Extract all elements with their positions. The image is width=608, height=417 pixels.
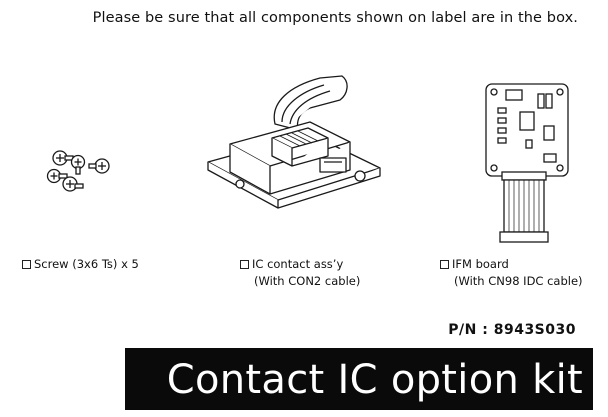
screw-icon [62,176,84,192]
component-label: IC contact ass’y [252,257,344,271]
checkbox-icon[interactable] [440,260,449,269]
component-screws: Screw (3x6 Ts) x 5 [22,256,139,273]
title-banner [125,348,593,410]
component-ifm-board: IFM board (With CN98 IDC cable) [440,256,583,290]
component-sub: (With CON2 cable) [254,274,361,288]
screw-icon [88,158,110,174]
kit-title: Contact IC option kit [166,357,583,403]
part-number: P/N : 8943S030 [448,322,576,338]
screw-icon [52,150,74,166]
screw-icon [46,168,68,184]
checkbox-icon[interactable] [22,260,31,269]
ifm-board-illustration [485,83,569,243]
component-ic-contact: IC contact ass’y (With CON2 cable) [240,256,360,290]
ic-contact-assembly-illustration [207,75,381,209]
checkbox-icon[interactable] [240,260,249,269]
inspection-notice: Please be sure that all components shown… [92,10,578,26]
component-label: Screw (3x6 Ts) x 5 [34,257,139,271]
screw-icon [70,154,86,175]
component-label: IFM board [452,257,509,271]
component-sub: (With CN98 IDC cable) [454,274,583,288]
screws-illustration [46,150,110,192]
